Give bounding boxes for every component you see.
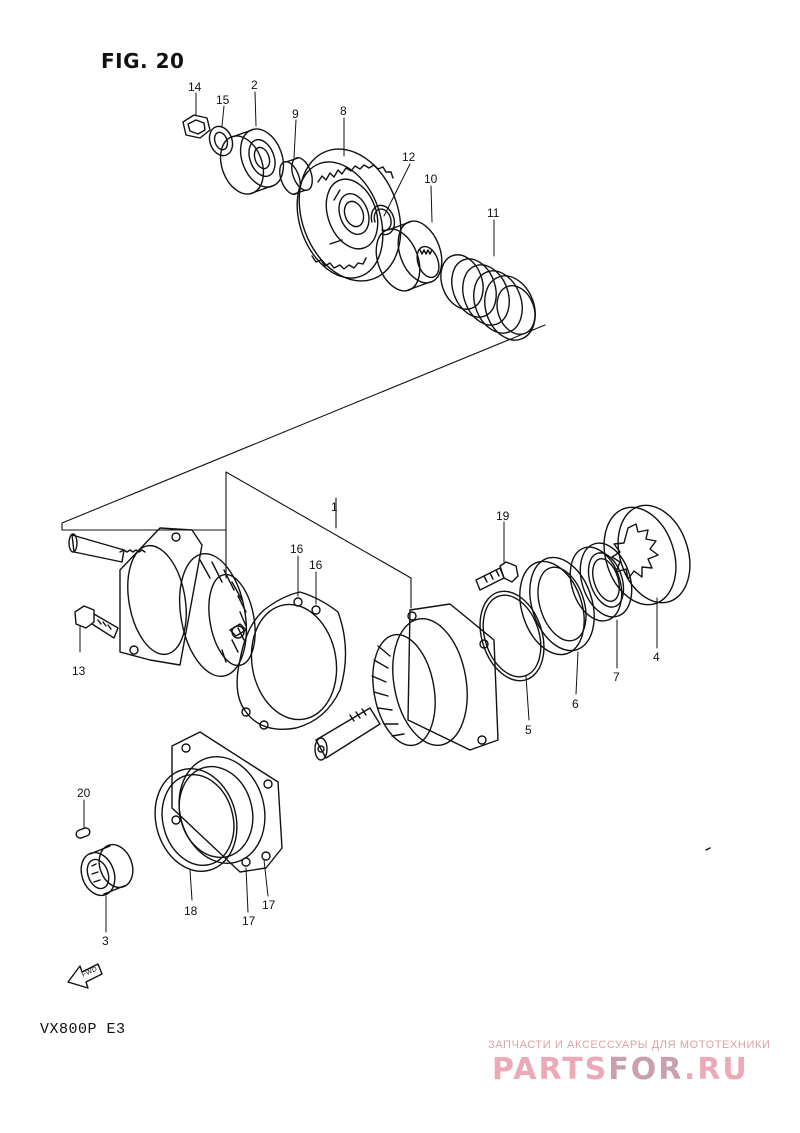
label-1: 1 [331,500,338,514]
drive-shaft-housing [68,527,256,678]
label-16-b: 16 [309,558,323,572]
bolt-part-13 [74,605,119,639]
part-number-labels: 14 15 2 9 8 12 10 11 1 19 16 16 13 5 6 7… [72,78,660,948]
label-8: 8 [340,104,347,118]
cam-dog-part-10 [375,220,443,292]
label-16-a: 16 [290,542,304,556]
label-5: 5 [525,723,532,737]
label-17-b: 17 [262,898,276,912]
shim-part-6 [519,556,595,656]
label-14: 14 [188,80,202,94]
figure-title: FIG. 20 [101,49,185,73]
watermark-logo: PARTSFOR.RU [492,1052,749,1087]
pinion-housing [314,603,499,761]
watermark-tagline: ЗАПЧАСТИ И АКСЕССУАРЫ ДЛЯ МОТОТЕХНИКИ [488,1039,771,1051]
label-18: 18 [184,904,198,918]
watermark-brand-middle: FOR [608,1052,684,1087]
needle-bearing-part-3 [80,843,134,897]
label-20: 20 [77,786,91,800]
driven-gear-part-8 [296,148,402,282]
fwd-arrow-icon [67,963,103,989]
label-3: 3 [102,934,109,948]
nut-part-14 [182,114,211,139]
circlip-part-12 [370,204,396,236]
label-2: 2 [251,78,258,92]
upper-gear-assembly [182,114,536,341]
lock-nut-part-4 [603,504,691,606]
label-4: 4 [653,650,660,664]
label-13: 13 [72,664,86,678]
o-ring-part-5 [479,590,545,682]
label-7: 7 [613,670,620,684]
label-11: 11 [487,206,500,220]
bolt-part-19 [475,561,519,591]
watermark-brand-right: .RU [683,1052,749,1087]
cover-part-17 [171,731,283,873]
label-19: 19 [496,509,510,523]
label-15: 15 [216,93,230,107]
label-12: 12 [402,150,416,164]
label-10: 10 [424,172,438,186]
assembly-bracket-lines [61,324,546,609]
model-code: VX800P E3 [40,1021,126,1038]
dowel-pin-part-20 [75,827,91,839]
label-6: 6 [572,697,579,711]
leader-lines [79,91,658,933]
watermark-brand-left: PARTS [492,1052,609,1087]
oil-seal-part-7 [569,542,633,622]
label-17-a: 17 [242,914,256,928]
label-9: 9 [292,107,299,121]
gasket-part-16 [236,591,347,730]
bearing-part-2 [219,128,285,195]
spacer-part-9 [279,157,313,195]
